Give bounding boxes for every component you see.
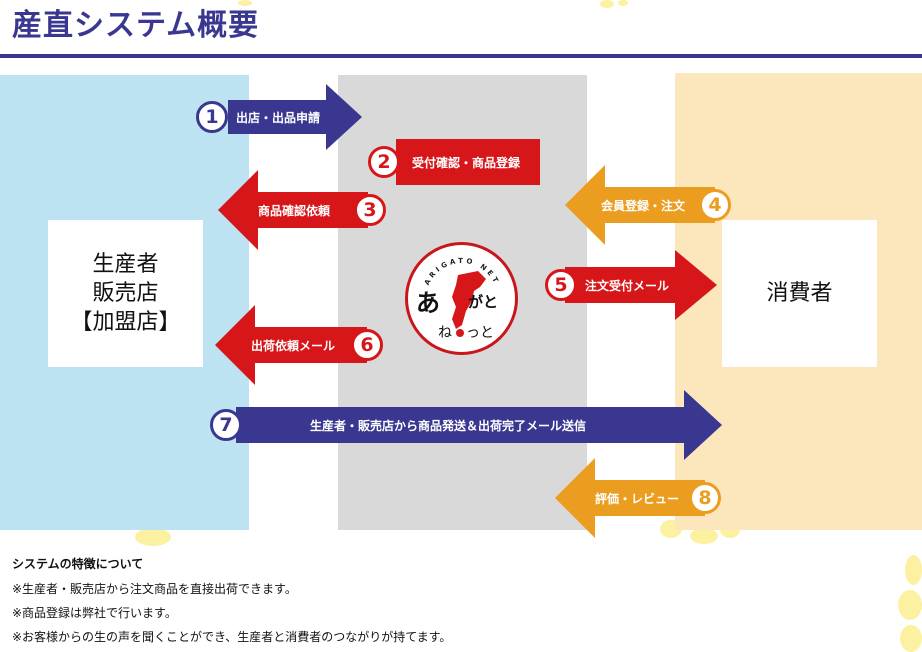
svg-text:あ: あ — [416, 288, 440, 317]
arigato-net-logo: ARIGATO NET あ がと ね っと — [405, 242, 518, 355]
step-8-label: 評価・レビュー — [595, 491, 680, 506]
step-1-arrow: 1 出店・出品申請 — [196, 84, 362, 150]
step-2-box: 2 受付確認・商品登録 — [368, 139, 540, 185]
page-title: 産直システム概要 — [12, 8, 260, 43]
step-8-badge: 8 — [689, 482, 721, 514]
step-5-badge: 5 — [545, 269, 577, 301]
flower-decoration — [690, 528, 718, 544]
title-divider — [0, 54, 922, 58]
flower-decoration — [898, 590, 922, 620]
step-1-badge: 1 — [196, 101, 228, 133]
flower-decoration — [600, 0, 614, 8]
step-5-arrow: 5 注文受付メール — [545, 250, 717, 320]
step-3-arrow: 3 商品確認依頼 — [218, 170, 388, 250]
step-3-badge: 3 — [354, 194, 386, 226]
notes-heading: システムの特徴について — [12, 557, 144, 571]
producer-box: 生産者 販売店 【加盟店】 — [48, 220, 203, 367]
step-2-label: 受付確認・商品登録 — [412, 155, 521, 170]
seller-label: 販売店 — [92, 281, 159, 306]
consumer-box: 消費者 — [722, 220, 877, 367]
flower-decoration — [900, 625, 922, 652]
member-store-label: 【加盟店】 — [70, 310, 181, 335]
step-8-arrow: 8 評価・レビュー — [555, 458, 727, 538]
step-4-badge: 4 — [699, 189, 731, 221]
note-item: ※生産者・販売店から注文商品を直接出荷できます。 — [12, 582, 297, 596]
svg-text:ね: ね — [438, 325, 452, 341]
note-item: ※商品登録は弊社で行います。 — [12, 606, 177, 620]
svg-text:がと: がと — [468, 293, 498, 311]
step-6-label: 出荷依頼メール — [251, 338, 336, 353]
consumer-label: 消費者 — [766, 281, 833, 306]
producer-label: 生産者 — [92, 252, 159, 277]
step-4-arrow: 4 会員登録・注文 — [565, 165, 735, 245]
flower-decoration — [135, 528, 171, 546]
flower-decoration — [238, 0, 252, 6]
step-7-arrow: 7 生産者・販売店から商品発送＆出荷完了メール送信 — [210, 390, 722, 460]
step-6-badge: 6 — [351, 329, 383, 361]
flower-decoration — [618, 0, 628, 6]
system-features-notes: システムの特徴について ※生産者・販売店から注文商品を直接出荷できます。 ※商品… — [12, 553, 451, 649]
step-7-badge: 7 — [210, 409, 242, 441]
svg-text:っと: っと — [466, 325, 494, 341]
step-5-label: 注文受付メール — [585, 278, 670, 293]
step-4-label: 会員登録・注文 — [601, 198, 686, 213]
flower-decoration — [905, 555, 922, 585]
step-7-label: 生産者・販売店から商品発送＆出荷完了メール送信 — [310, 418, 587, 433]
logo-graphic: ARIGATO NET あ がと ね っと — [416, 257, 498, 341]
note-item: ※お客様からの生の声を聞くことができ、生産者と消費者のつながりが持てます。 — [12, 630, 452, 644]
step-1-label: 出店・出品申請 — [236, 110, 321, 125]
step-2-badge: 2 — [368, 146, 400, 178]
step-6-arrow: 6 出荷依頼メール — [215, 305, 387, 385]
step-3-label: 商品確認依頼 — [258, 203, 331, 218]
